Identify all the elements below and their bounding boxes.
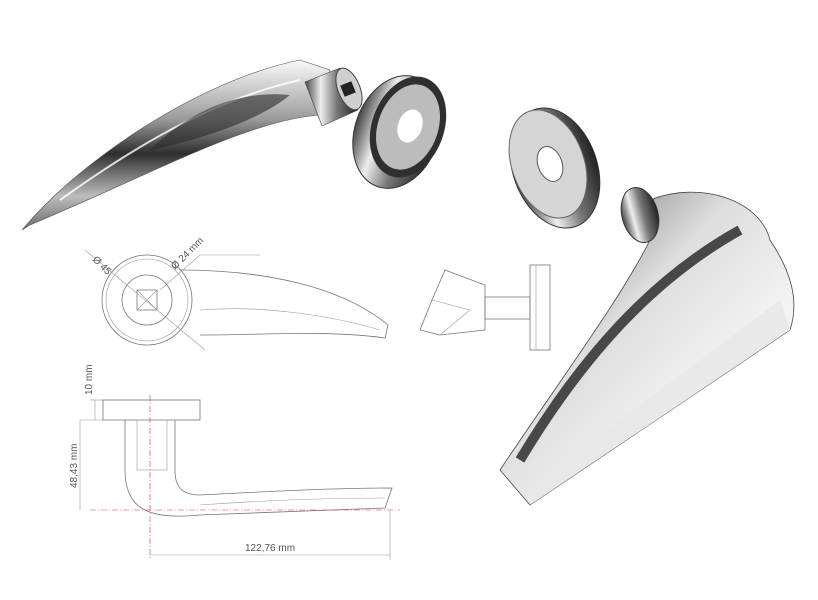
spindle-diameter-label: Ø 24 mm [169,235,206,272]
rosette-height-label: 10 mm [84,364,95,395]
handle-render-left [21,59,363,231]
handle-render-right [499,187,795,506]
handle-length-label: 122,76 mm [245,543,295,554]
side-view-drawing [419,264,551,351]
spindle-cylinder [304,67,363,127]
front-view-drawing: 10 mm 48,43 mm 122,76 mm [69,364,400,560]
top-view-drawing: Ø 45 Ø 24 mm [84,235,389,351]
handle-height-label: 48,43 mm [69,444,80,488]
rosette-ring-right [508,107,601,229]
rosette-ring-left [352,75,447,189]
